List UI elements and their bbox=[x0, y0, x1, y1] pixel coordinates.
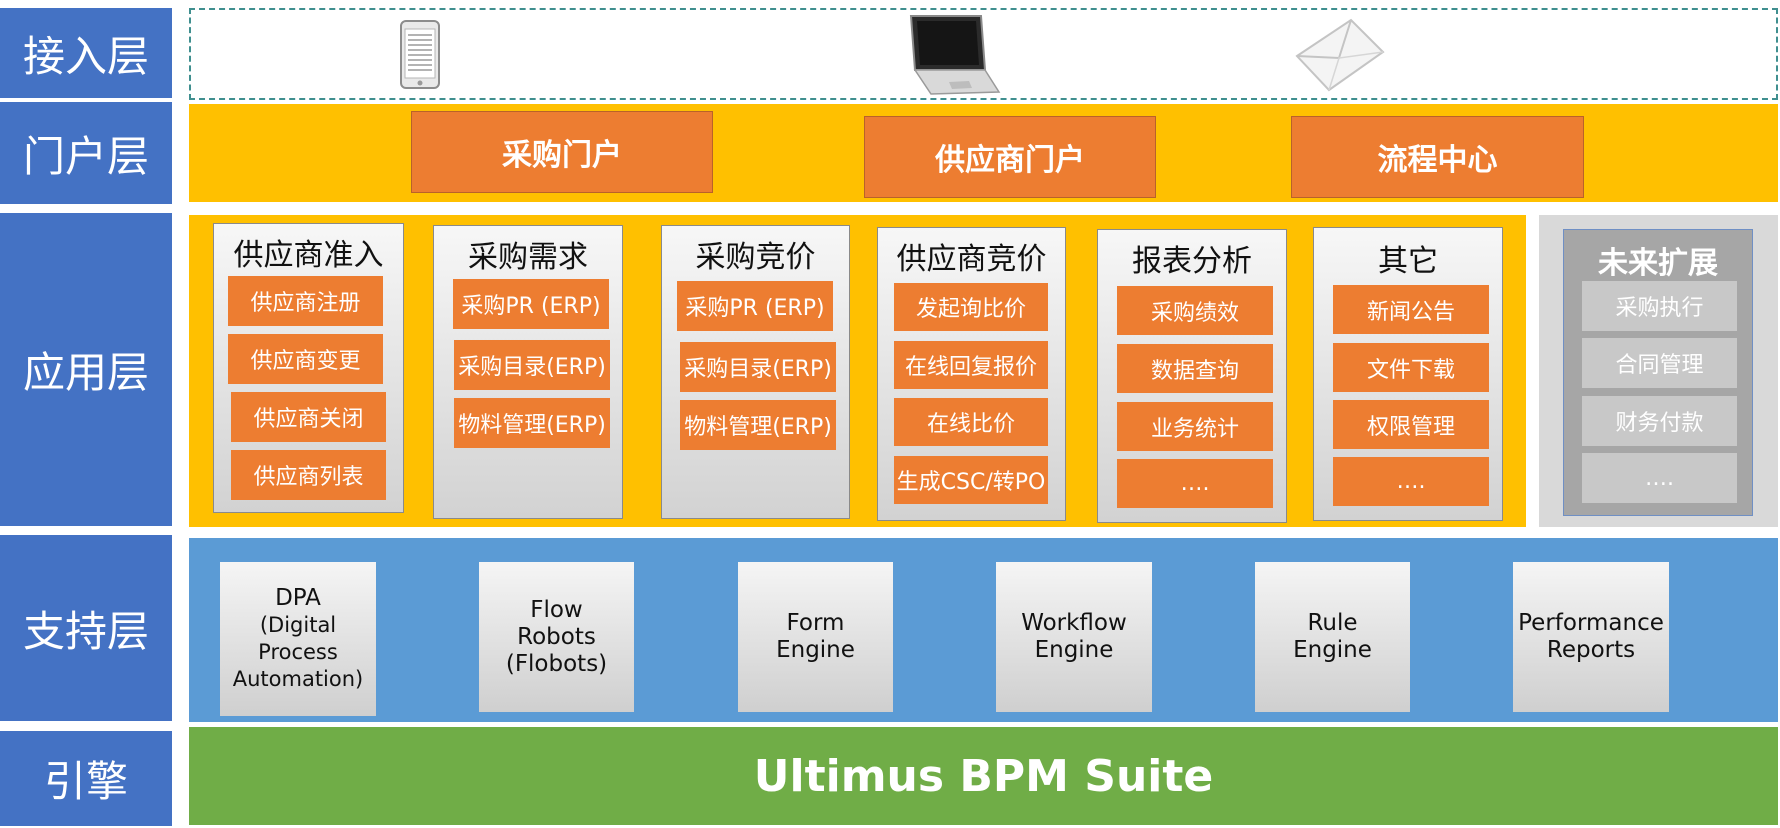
menu-item-permission[interactable]: 权限管理 bbox=[1333, 400, 1489, 449]
smartphone-icon bbox=[400, 20, 440, 89]
support-label-line: Engine bbox=[1034, 637, 1114, 663]
support-label-line: Rule bbox=[1307, 610, 1358, 636]
portal-supplier-button[interactable]: 供应商门户 bbox=[864, 116, 1156, 198]
menu-item-pr-erp[interactable]: 采购PR (ERP) bbox=[453, 279, 609, 329]
app-column-supplier-bidding: 供应商竞价 发起询比价 在线回复报价 在线比价 生成CSC/转PO bbox=[877, 227, 1066, 521]
menu-item-supplier-register[interactable]: 供应商注册 bbox=[228, 276, 383, 326]
support-box-rule-engine: Rule Engine bbox=[1255, 562, 1410, 712]
column-title: 供应商竞价 bbox=[896, 242, 1047, 277]
portal-procurement-button[interactable]: 采购门户 bbox=[411, 111, 713, 193]
support-label-line: Engine bbox=[1293, 637, 1372, 663]
menu-item-supplier-list[interactable]: 供应商列表 bbox=[231, 450, 386, 500]
future-extension-column: 未来扩展 采购执行 合同管理 财务付款 …. bbox=[1563, 229, 1753, 516]
support-box-flobots: Flow Robots (Flobots) bbox=[479, 562, 634, 712]
support-label-line: (Digital Process bbox=[258, 613, 338, 664]
support-label-line: Engine bbox=[776, 637, 855, 663]
column-title: 报表分析 bbox=[1132, 244, 1252, 279]
access-layer-box bbox=[189, 8, 1778, 100]
support-label-line: DPA bbox=[275, 585, 321, 611]
support-box-dpa: DPA (Digital Process Automation) bbox=[220, 562, 376, 716]
menu-item-online-compare[interactable]: 在线比价 bbox=[894, 398, 1048, 446]
support-label-line: Automation) bbox=[232, 667, 364, 691]
portal-process-center-button[interactable]: 流程中心 bbox=[1291, 116, 1584, 198]
app-column-procurement-bidding: 采购竞价 采购PR (ERP) 采购目录(ERP) 物料管理(ERP) bbox=[661, 225, 850, 519]
application-layer-band bbox=[189, 215, 1526, 527]
support-label-line: Robots bbox=[517, 623, 596, 650]
column-title: 采购需求 bbox=[468, 240, 588, 275]
laptop-icon bbox=[909, 15, 1001, 95]
menu-item-material-erp[interactable]: 物料管理(ERP) bbox=[454, 398, 610, 448]
support-box-form-engine: Form Engine bbox=[738, 562, 893, 712]
future-item-contract: 合同管理 bbox=[1582, 338, 1737, 388]
layer-label-portal: 门户层 bbox=[0, 102, 172, 204]
menu-item-procurement-performance[interactable]: 采购绩效 bbox=[1117, 286, 1273, 335]
app-column-supplier-admission: 供应商准入 供应商注册 供应商变更 供应商关闭 供应商列表 bbox=[213, 223, 404, 513]
support-label-line: Form bbox=[786, 610, 845, 636]
future-item-execution: 采购执行 bbox=[1582, 281, 1737, 331]
column-title: 供应商准入 bbox=[233, 238, 384, 273]
menu-item-news[interactable]: 新闻公告 bbox=[1333, 285, 1489, 334]
future-item-more: …. bbox=[1582, 453, 1737, 503]
menu-item-data-query[interactable]: 数据查询 bbox=[1117, 344, 1273, 393]
layer-label-support: 支持层 bbox=[0, 535, 172, 721]
layer-label-application: 应用层 bbox=[0, 213, 172, 526]
column-title: 其它 bbox=[1378, 244, 1438, 279]
menu-item-online-quote[interactable]: 在线回复报价 bbox=[894, 341, 1048, 389]
menu-item-catalog-erp[interactable]: 采购目录(ERP) bbox=[680, 342, 836, 392]
future-item-payment: 财务付款 bbox=[1582, 396, 1737, 446]
support-label-line: (Flobots) bbox=[505, 650, 608, 677]
support-label-line: Flow bbox=[530, 596, 583, 623]
app-column-report-analysis: 报表分析 采购绩效 数据查询 业务统计 …. bbox=[1097, 229, 1287, 523]
menu-item-more[interactable]: …. bbox=[1117, 459, 1273, 508]
app-column-other: 其它 新闻公告 文件下载 权限管理 …. bbox=[1313, 227, 1503, 521]
support-box-workflow-engine: Workflow Engine bbox=[996, 562, 1152, 712]
app-column-procurement-demand: 采购需求 采购PR (ERP) 采购目录(ERP) 物料管理(ERP) bbox=[433, 225, 623, 519]
menu-item-generate-csc-po[interactable]: 生成CSC/转PO bbox=[894, 456, 1048, 504]
support-label-line: Workflow bbox=[1021, 610, 1127, 636]
menu-item-file-download[interactable]: 文件下载 bbox=[1333, 343, 1489, 392]
support-box-performance-reports: Performance Reports bbox=[1513, 562, 1669, 712]
layer-label-access: 接入层 bbox=[0, 8, 172, 98]
envelope-icon bbox=[1295, 18, 1385, 92]
menu-item-more[interactable]: …. bbox=[1333, 457, 1489, 506]
menu-item-business-stats[interactable]: 业务统计 bbox=[1117, 402, 1273, 451]
menu-item-material-erp[interactable]: 物料管理(ERP) bbox=[680, 400, 836, 450]
layer-label-engine: 引擎 bbox=[0, 731, 172, 826]
menu-item-supplier-change[interactable]: 供应商变更 bbox=[228, 334, 383, 384]
column-title: 采购竞价 bbox=[695, 240, 816, 275]
support-label-line: Reports bbox=[1546, 637, 1636, 663]
future-title: 未来扩展 bbox=[1598, 246, 1718, 281]
menu-item-catalog-erp[interactable]: 采购目录(ERP) bbox=[454, 340, 610, 390]
menu-item-pr-erp[interactable]: 采购PR (ERP) bbox=[677, 281, 833, 331]
engine-layer-band: Ultimus BPM Suite bbox=[189, 727, 1778, 825]
support-label-line: Performance bbox=[1518, 610, 1664, 636]
menu-item-initiate-inquiry[interactable]: 发起询比价 bbox=[894, 283, 1048, 331]
menu-item-supplier-close[interactable]: 供应商关闭 bbox=[231, 392, 386, 442]
